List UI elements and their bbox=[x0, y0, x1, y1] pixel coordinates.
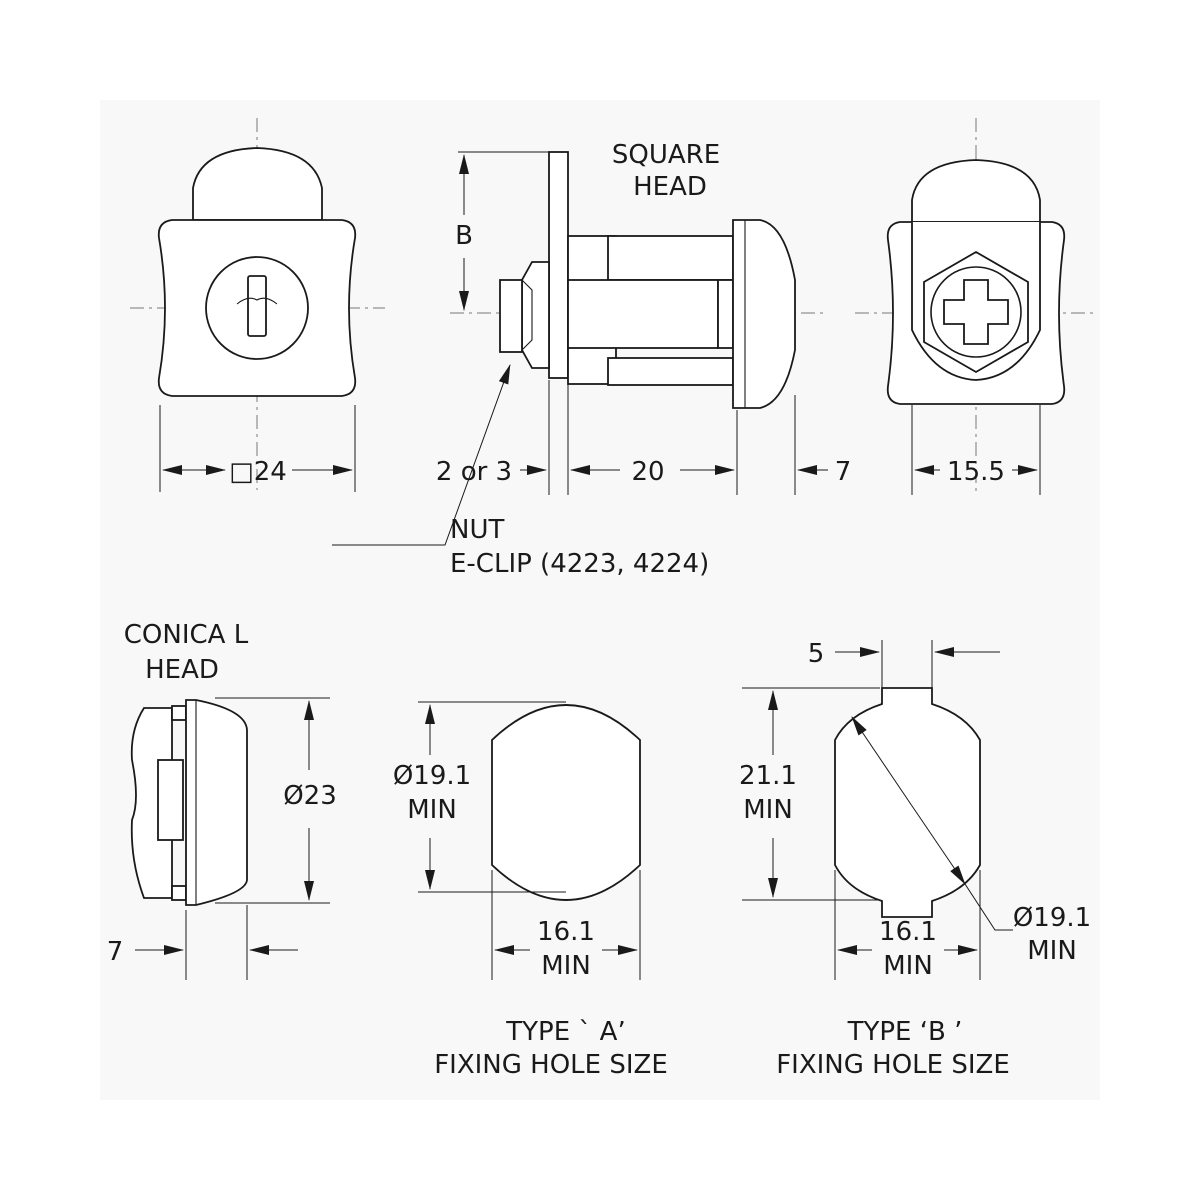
conical-head-label-line1: CONICA L bbox=[124, 620, 249, 650]
type-b-width-value: 16.1 bbox=[879, 917, 937, 947]
dimension-b: B bbox=[455, 221, 473, 251]
body-middle bbox=[567, 279, 719, 349]
keyway-slot bbox=[247, 275, 267, 337]
type-a-hole bbox=[418, 701, 641, 980]
e-clip-label: E-CLIP (4223, 4224) bbox=[450, 549, 709, 579]
labels: SQUARE HEAD B □24 2 or 3 20 7 15.5 NUT E… bbox=[107, 140, 1091, 1080]
dimension-7-conical: 7 bbox=[107, 937, 124, 967]
nut-label: NUT bbox=[450, 515, 504, 545]
type-b-width-min: MIN bbox=[883, 951, 933, 981]
type-b-height-value: 21.1 bbox=[739, 761, 797, 791]
conical-body bbox=[130, 707, 173, 899]
type-b-height-min: MIN bbox=[743, 795, 793, 825]
type-a-dia-min: MIN bbox=[407, 795, 457, 825]
square-head-label-line1: SQUARE bbox=[612, 140, 720, 170]
dimension-7-head: 7 bbox=[835, 457, 852, 487]
dimension-2-or-3: 2 or 3 bbox=[436, 457, 512, 487]
body-upper bbox=[607, 235, 734, 281]
type-b-dia-min: MIN bbox=[1027, 936, 1077, 966]
dimension-20: 20 bbox=[631, 457, 664, 487]
type-b-title: TYPE ‘B ’ bbox=[847, 1017, 963, 1047]
conical-head-label-line2: HEAD bbox=[145, 655, 219, 685]
type-b-dia-value: Ø19.1 bbox=[1013, 903, 1091, 933]
dimension-5: 5 bbox=[808, 639, 825, 669]
cross-slot bbox=[943, 279, 1009, 345]
head bbox=[732, 219, 796, 409]
type-a-width-min: MIN bbox=[541, 951, 591, 981]
square-head-label-line2: HEAD bbox=[633, 172, 707, 202]
type-a-outline bbox=[491, 704, 641, 901]
dimension-dia-23: Ø23 bbox=[283, 781, 337, 811]
rear-view bbox=[855, 118, 1098, 495]
type-b-outline bbox=[834, 687, 981, 918]
front-view bbox=[130, 118, 385, 492]
type-b-subtitle: FIXING HOLE SIZE bbox=[776, 1050, 1010, 1080]
flange bbox=[548, 151, 569, 379]
body-lower bbox=[607, 357, 734, 386]
type-a-width-value: 16.1 bbox=[537, 917, 595, 947]
type-a-dia-value: Ø19.1 bbox=[393, 761, 471, 791]
conical-head-view bbox=[130, 697, 330, 980]
type-b-hole bbox=[742, 640, 1013, 980]
cam-top-outline bbox=[192, 147, 323, 221]
side-view bbox=[332, 151, 828, 546]
e-clip bbox=[499, 279, 523, 353]
dimension-24: □24 bbox=[229, 457, 287, 487]
nut bbox=[521, 261, 550, 369]
conical-head bbox=[185, 699, 248, 906]
type-a-subtitle: FIXING HOLE SIZE bbox=[434, 1050, 668, 1080]
dimension-15-5: 15.5 bbox=[947, 457, 1005, 487]
type-a-title: TYPE ` A’ bbox=[505, 1017, 625, 1047]
